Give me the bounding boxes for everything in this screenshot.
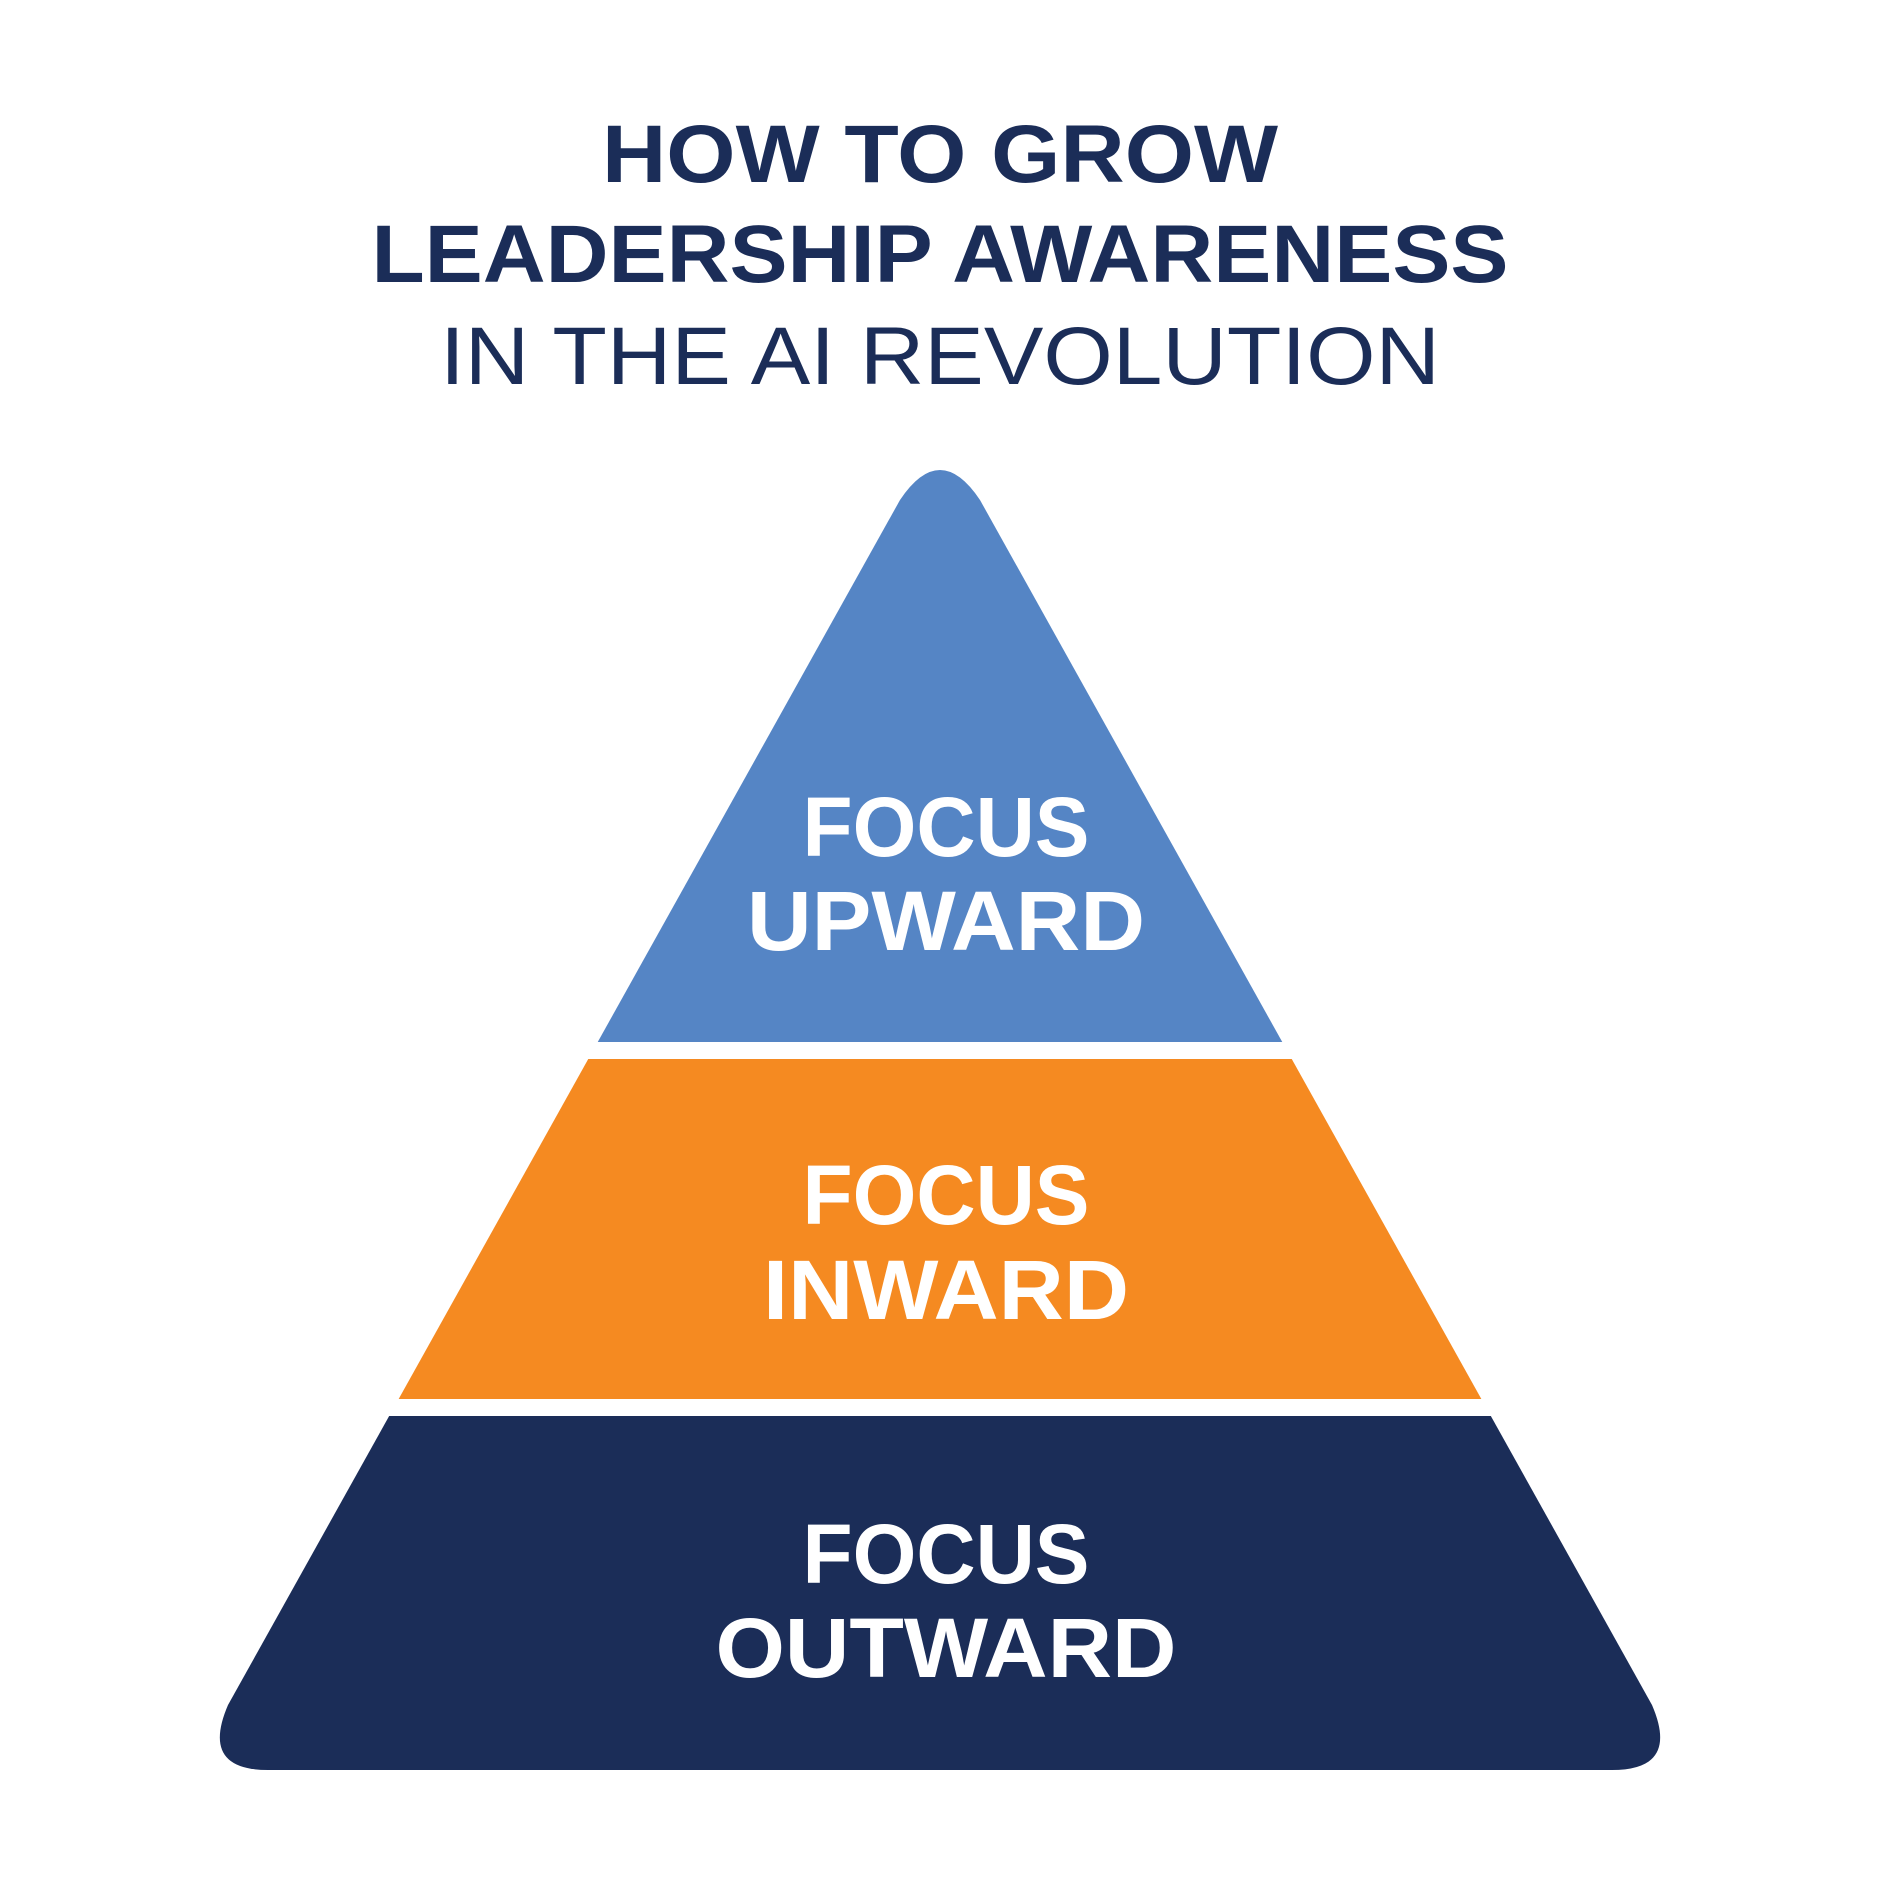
- tier-inward-label-2: INWARD: [763, 1243, 1129, 1337]
- tier-outward-label-1: FOCUS: [803, 1507, 1090, 1601]
- tier-outward-band: [219, 1416, 1661, 1770]
- title-line-1: HOW TO GROW: [602, 109, 1279, 200]
- title-line-3: IN THE AI REVOLUTION: [440, 311, 1440, 402]
- tier-outward-label-2: OUTWARD: [716, 1601, 1177, 1695]
- tier-upward-label-2: UPWARD: [747, 874, 1145, 968]
- tier-upward-label-1: FOCUS: [803, 780, 1090, 874]
- tier-inward-label-1: FOCUS: [803, 1148, 1090, 1242]
- title-line-2: LEADERSHIP AWARENESS: [372, 209, 1509, 300]
